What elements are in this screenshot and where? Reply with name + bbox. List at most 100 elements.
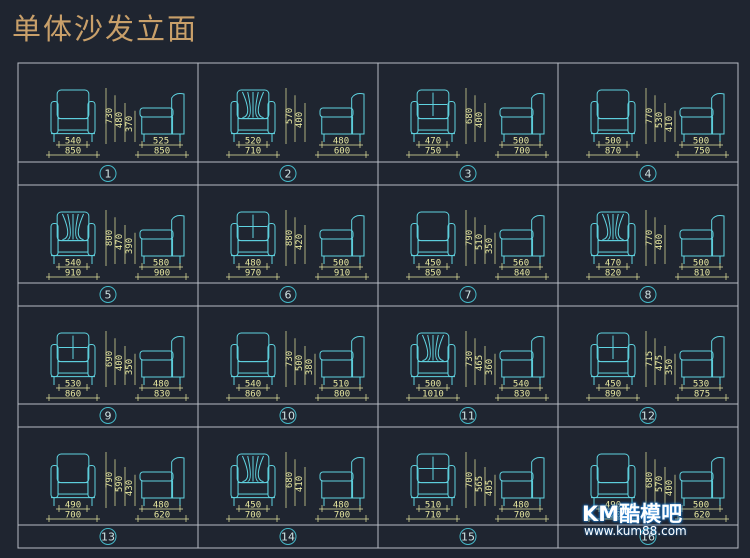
sofa-side-back xyxy=(531,336,545,378)
sofa-seat xyxy=(597,240,629,253)
dimension-label: 800 xyxy=(334,390,350,400)
sofa-side-seat xyxy=(681,238,714,257)
cell-number: 11 xyxy=(461,410,475,423)
sofa-back xyxy=(56,89,90,120)
sofa-seat xyxy=(237,482,269,495)
dimension-label: 620 xyxy=(694,511,710,521)
sofa-seat xyxy=(417,118,449,131)
vertical-dimension-label: 350 xyxy=(485,238,495,254)
vertical-dimension-label: 405 xyxy=(485,480,495,496)
vertical-dimension-label: 400 xyxy=(115,355,125,371)
cell-number: 15 xyxy=(461,531,475,544)
sofa-side-back xyxy=(711,93,725,135)
sofa-side-arm xyxy=(139,229,174,240)
sofa-side-seat xyxy=(681,480,714,499)
cell-number: 4 xyxy=(645,168,652,181)
vertical-dimension-label: 410 xyxy=(665,116,675,132)
cell-number: 16 xyxy=(641,531,655,544)
vertical-dimension-label: 800 xyxy=(105,230,115,246)
vertical-dimension-label: 400 xyxy=(655,234,665,250)
sofa-seat xyxy=(417,240,449,253)
vertical-dimension-label: 475 xyxy=(655,355,665,371)
sofa-seat xyxy=(417,482,449,495)
sofa-seat xyxy=(57,240,89,253)
vertical-dimension-label: 715 xyxy=(645,351,655,367)
vertical-dimension-label: 400 xyxy=(665,480,675,496)
sofa-seat xyxy=(237,361,269,374)
sofa-side-arm xyxy=(679,471,714,482)
dimension-label: 500 xyxy=(693,259,709,269)
vertical-dimension-label: 510 xyxy=(475,234,485,250)
sofa-side-seat xyxy=(681,359,714,378)
vertical-dimension-label: 790 xyxy=(465,230,475,246)
dimension-label: 970 xyxy=(245,269,261,279)
sofa-back xyxy=(416,211,450,242)
cell-number: 1 xyxy=(105,168,112,181)
vertical-dimension-label: 400 xyxy=(295,112,305,128)
sofa-back xyxy=(596,89,630,120)
dimension-label: 700 xyxy=(334,511,350,521)
sofa-rib xyxy=(435,334,439,362)
page-title: 单体沙发立面 xyxy=(12,12,199,46)
dimension-label: 480 xyxy=(513,501,529,511)
sheet-grid xyxy=(17,62,739,549)
vertical-dimension-label: 570 xyxy=(285,108,295,124)
dimension-label: 500 xyxy=(693,501,709,511)
sofa-side-seat xyxy=(321,480,354,499)
sofa-rib xyxy=(67,213,71,241)
sofa-side-back xyxy=(531,457,545,499)
number-circle xyxy=(279,286,297,303)
sofa-side-arm xyxy=(319,350,354,361)
cell-number: 12 xyxy=(641,410,655,423)
dimension-label: 480 xyxy=(333,501,349,511)
sofa-side-back xyxy=(171,457,185,499)
vertical-dimension-label: 690 xyxy=(105,351,115,367)
watermark-url: www.kum88.com xyxy=(584,524,687,538)
number-circle xyxy=(99,165,117,182)
sofa-side-seat xyxy=(501,359,534,378)
dimension-label: 850 xyxy=(425,269,441,279)
number-circle xyxy=(639,407,657,424)
number-circle xyxy=(639,165,657,182)
sofa-rib xyxy=(601,213,609,241)
sofa-side-back xyxy=(171,215,185,257)
sofa-side-arm xyxy=(319,107,354,118)
dimension-label: 850 xyxy=(154,147,170,157)
sofa-seat xyxy=(57,118,89,131)
sofa-back xyxy=(56,453,90,484)
sofa-side-back xyxy=(351,457,365,499)
vertical-dimension-label: 770 xyxy=(645,108,655,124)
number-circle xyxy=(639,528,657,545)
dimension-label: 540 xyxy=(65,259,81,269)
dimension-label: 540 xyxy=(513,380,529,390)
dimension-label: 870 xyxy=(605,147,621,157)
sofa-rib xyxy=(75,213,79,241)
vertical-dimension-label: 700 xyxy=(465,472,475,488)
watermark-brand: KM酷模吧 xyxy=(582,502,683,526)
dimension-label: 540 xyxy=(245,380,261,390)
sofa-side-seat xyxy=(321,116,354,135)
vertical-dimension-label: 500 xyxy=(295,355,305,371)
dimension-label: 830 xyxy=(154,390,170,400)
cell-number: 2 xyxy=(285,168,292,181)
sofa-seat xyxy=(237,118,269,131)
dimension-label: 750 xyxy=(425,147,441,157)
number-circle xyxy=(459,528,477,545)
sofa-rib xyxy=(437,334,445,362)
sofa-side-seat xyxy=(321,359,354,378)
vertical-dimension-label: 470 xyxy=(115,234,125,250)
dimension-label: 900 xyxy=(154,269,170,279)
sofa-rib xyxy=(421,334,429,362)
sofa-side-arm xyxy=(499,107,534,118)
number-circle xyxy=(99,528,117,545)
dimension-label: 480 xyxy=(245,259,261,269)
